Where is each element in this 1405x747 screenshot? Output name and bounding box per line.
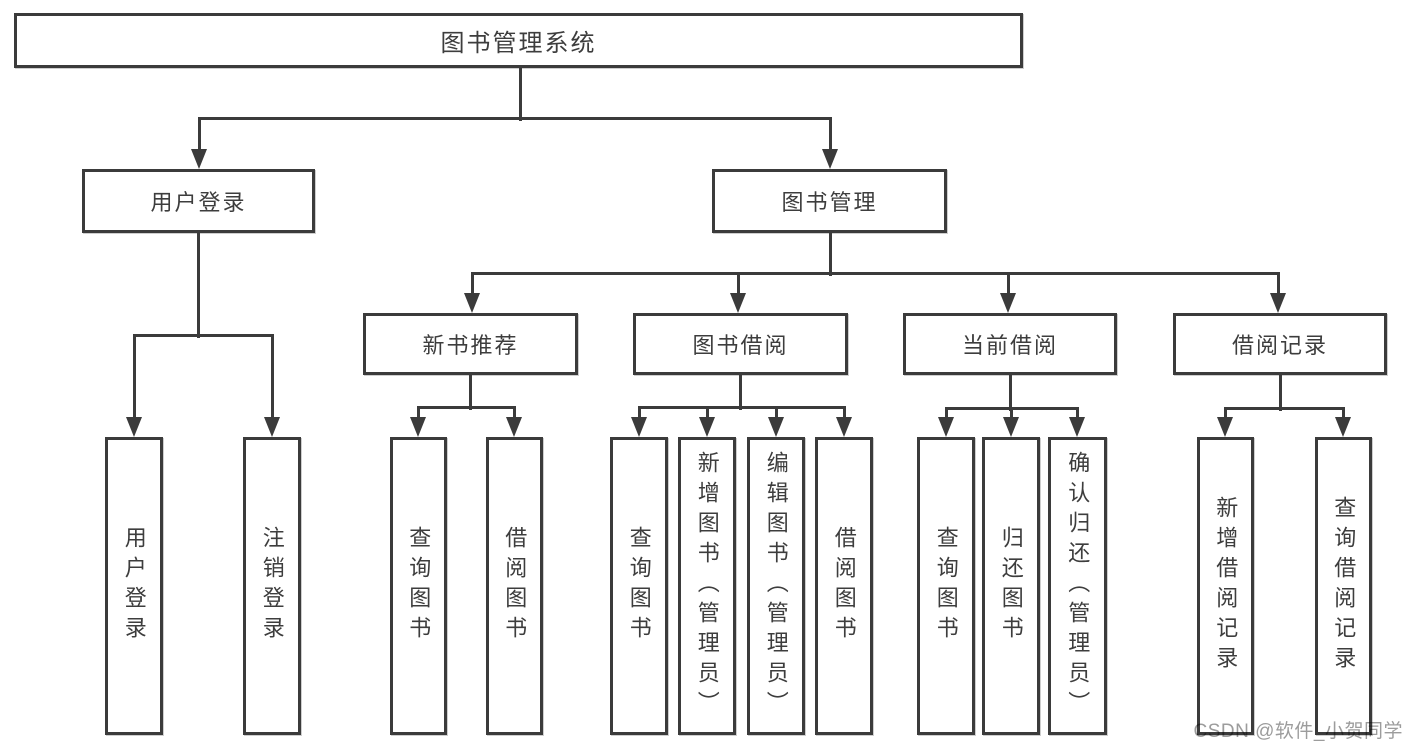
connector-vline [739, 375, 742, 410]
leaf-edit-book-admin-label: 编辑图书（管理员） [763, 451, 789, 721]
connector-arrow-stem [198, 118, 201, 155]
node-new-book-recommend: 新书推荐 [363, 313, 578, 375]
leaf-logout-label: 注销登录 [259, 526, 285, 646]
arrowhead-down-icon [506, 417, 522, 437]
connector-arrow-stem [1007, 273, 1010, 299]
node-root-label: 图书管理系统 [440, 30, 597, 57]
arrowhead-down-icon [822, 149, 838, 169]
arrowhead-down-icon [1270, 293, 1286, 313]
leaf-user-login-label: 用户登录 [121, 526, 147, 646]
leaf-user-login: 用户登录 [105, 437, 163, 735]
arrowhead-down-icon [1335, 417, 1351, 437]
leaf-query-borrow-record-label: 查询借阅记录 [1331, 496, 1357, 676]
leaf-edit-book-admin: 编辑图书（管理员） [747, 437, 805, 735]
leaf-query-books-current-label: 查询图书 [933, 526, 959, 646]
connector-hline [198, 117, 832, 120]
connector-arrow-stem [417, 407, 420, 423]
connector-arrow-stem [1076, 408, 1079, 423]
arrowhead-down-icon [1000, 293, 1016, 313]
leaf-query-books-recommend-label: 查询图书 [406, 526, 432, 646]
node-book-management-label: 图书管理 [781, 190, 878, 215]
arrowhead-down-icon [191, 149, 207, 169]
leaf-add-book-admin: 新增图书（管理员） [678, 437, 736, 735]
node-book-borrow: 图书借阅 [633, 313, 848, 375]
node-current-borrow: 当前借阅 [903, 313, 1117, 375]
arrowhead-down-icon [464, 293, 480, 313]
arrowhead-down-icon [410, 417, 426, 437]
connector-arrow-stem [843, 407, 846, 423]
node-book-management: 图书管理 [712, 169, 947, 233]
connector-arrow-stem [513, 407, 516, 423]
arrowhead-down-icon [730, 293, 746, 313]
leaf-confirm-return-admin-label: 确认归还（管理员） [1065, 451, 1091, 721]
connector-vline [1279, 375, 1282, 411]
connector-vline [519, 68, 522, 121]
connector-arrow-stem [1224, 408, 1227, 423]
connector-vline [197, 233, 200, 338]
leaf-return-book-label: 归还图书 [998, 526, 1024, 646]
connector-arrow-stem [133, 335, 136, 423]
leaf-logout: 注销登录 [243, 437, 301, 735]
connector-arrow-stem [706, 407, 709, 423]
leaf-borrow-books-recommend: 借阅图书 [486, 437, 543, 735]
leaf-add-borrow-record: 新增借阅记录 [1197, 437, 1254, 735]
connector-arrow-stem [737, 273, 740, 299]
connector-arrow-stem [1342, 408, 1345, 423]
arrowhead-down-icon [768, 417, 784, 437]
leaf-query-books-borrow: 查询图书 [610, 437, 668, 735]
arrowhead-down-icon [699, 417, 715, 437]
node-borrow-records-label: 借阅记录 [1231, 333, 1328, 358]
connector-arrow-stem [775, 407, 778, 423]
arrowhead-down-icon [1003, 417, 1019, 437]
node-new-book-recommend-label: 新书推荐 [422, 333, 519, 358]
arrowhead-down-icon [264, 417, 280, 437]
leaf-add-book-admin-label: 新增图书（管理员） [694, 451, 720, 721]
leaf-borrow-books-recommend-label: 借阅图书 [502, 526, 528, 646]
arrowhead-down-icon [1069, 417, 1085, 437]
leaf-borrow-books-borrow: 借阅图书 [815, 437, 873, 735]
connector-arrow-stem [638, 407, 641, 423]
connector-hline [638, 406, 846, 409]
node-current-borrow-label: 当前借阅 [961, 333, 1058, 358]
arrowhead-down-icon [631, 417, 647, 437]
node-user-login: 用户登录 [82, 169, 315, 233]
leaf-query-books-borrow-label: 查询图书 [626, 526, 652, 646]
leaf-add-borrow-record-label: 新增借阅记录 [1213, 496, 1239, 676]
arrowhead-down-icon [1217, 417, 1233, 437]
arrowhead-down-icon [126, 417, 142, 437]
connector-vline [469, 375, 472, 410]
csdn-watermark: CSDN @软件_小贺同学 [1193, 721, 1403, 742]
connector-hline [417, 406, 516, 409]
node-user-login-label: 用户登录 [150, 190, 247, 215]
connector-vline [1009, 375, 1012, 411]
connector-hline [1224, 407, 1345, 410]
connector-arrow-stem [271, 335, 274, 423]
leaf-query-books-recommend: 查询图书 [390, 437, 447, 735]
connector-arrow-stem [471, 273, 474, 299]
connector-vline [829, 233, 832, 276]
connector-hline [133, 334, 274, 337]
leaf-borrow-books-borrow-label: 借阅图书 [831, 526, 857, 646]
connector-arrow-stem [1010, 408, 1013, 423]
node-borrow-records: 借阅记录 [1173, 313, 1387, 375]
connector-hline [471, 272, 1280, 275]
node-root: 图书管理系统 [14, 13, 1023, 68]
leaf-return-book: 归还图书 [982, 437, 1040, 735]
connector-arrow-stem [945, 408, 948, 423]
leaf-query-books-current: 查询图书 [917, 437, 975, 735]
leaf-confirm-return-admin: 确认归还（管理员） [1048, 437, 1107, 735]
node-book-borrow-label: 图书借阅 [692, 333, 789, 358]
connector-arrow-stem [1277, 273, 1280, 299]
arrowhead-down-icon [836, 417, 852, 437]
leaf-query-borrow-record: 查询借阅记录 [1315, 437, 1372, 735]
connector-arrow-stem [829, 118, 832, 155]
arrowhead-down-icon [938, 417, 954, 437]
